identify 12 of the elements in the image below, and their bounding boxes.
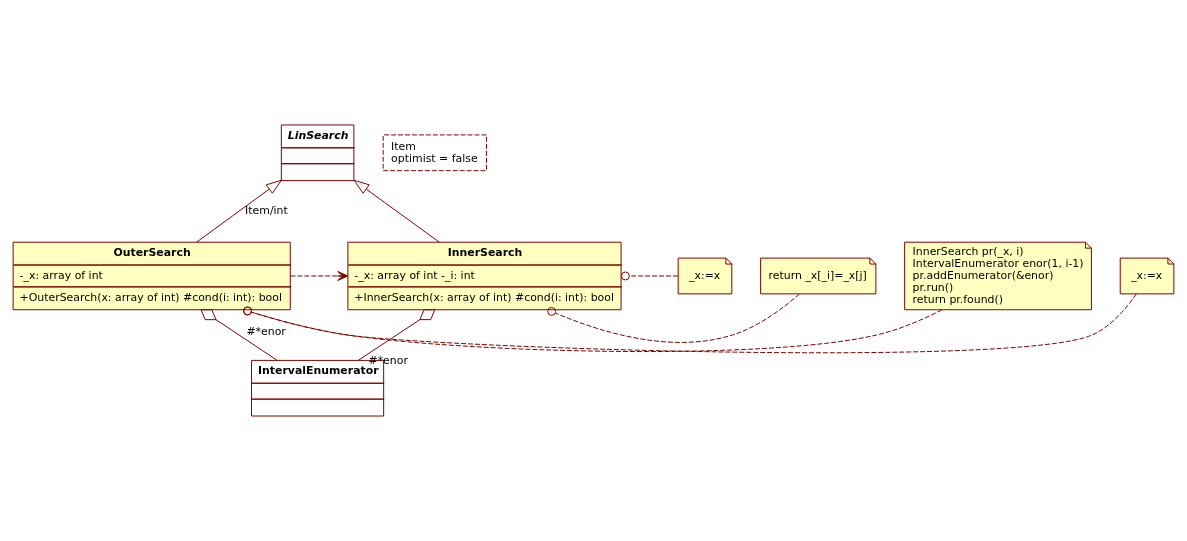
connector [547,293,800,343]
connector [620,271,679,281]
arrow [289,271,349,281]
connector [243,293,1137,354]
node-box: Item optimist = false [382,134,487,172]
connector [243,306,943,352]
arrow [196,179,282,243]
arrow [353,179,440,243]
connector [200,309,278,361]
connector [357,309,436,361]
edge-label: #*enor [246,325,286,339]
edge-label: Item/int [245,204,288,218]
